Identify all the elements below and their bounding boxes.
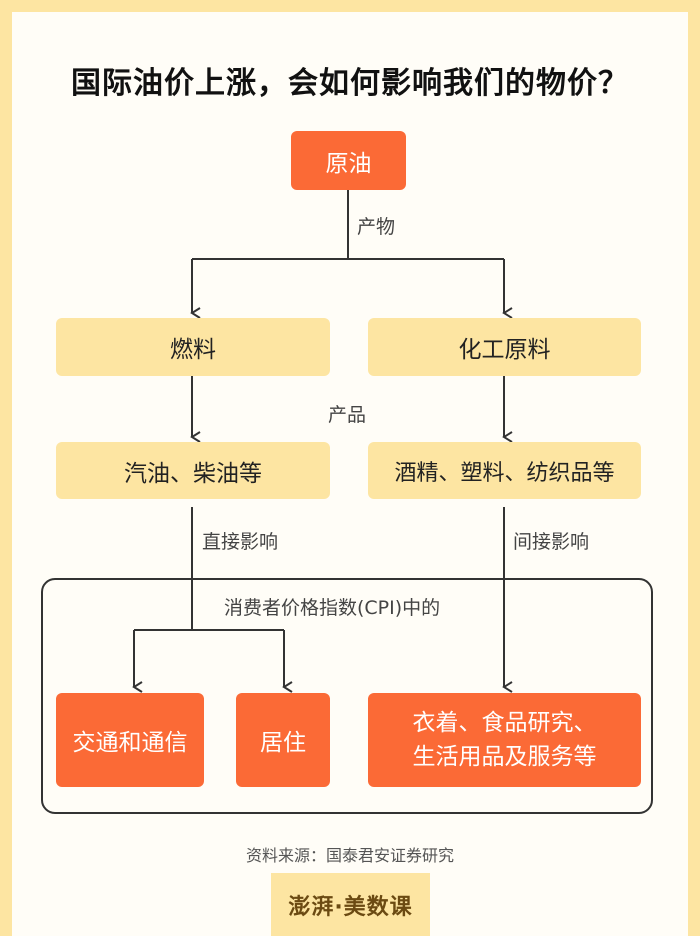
edge-label-by-products: 产物: [357, 216, 396, 238]
node-housing: 居住: [236, 693, 330, 787]
node-clothing-food-line2: 生活用品及服务等: [412, 744, 597, 770]
node-crude-oil: 原油: [291, 131, 406, 190]
page-title: 国际油价上涨，会如何影响我们的物价？: [71, 66, 629, 101]
node-chemical-materials: 化工原料: [368, 318, 641, 376]
node-alcohol-plastics: 酒精、塑料、纺织品等: [368, 442, 641, 499]
brand-logo-text: 澎湃·美数课: [288, 894, 413, 920]
cpi-group-frame: [41, 578, 653, 814]
node-transport-communication: 交通和通信: [56, 693, 204, 787]
source-note: 资料来源：国泰君安证券研究: [245, 846, 454, 865]
edge-label-indirect-impact: 间接影响: [513, 531, 590, 553]
edge-label-products: 产品: [328, 404, 367, 426]
brand-logo: 澎湃·美数课: [271, 873, 430, 936]
node-clothing-food: 衣着、食品研究、 生活用品及服务等: [368, 693, 641, 787]
edge-label-direct-impact: 直接影响: [202, 531, 279, 553]
node-gasoline-diesel: 汽油、柴油等: [56, 442, 330, 499]
cpi-group-label: 消费者价格指数(CPI)中的: [222, 593, 443, 620]
node-clothing-food-line1: 衣着、食品研究、: [412, 710, 597, 736]
node-fuel: 燃料: [56, 318, 330, 376]
